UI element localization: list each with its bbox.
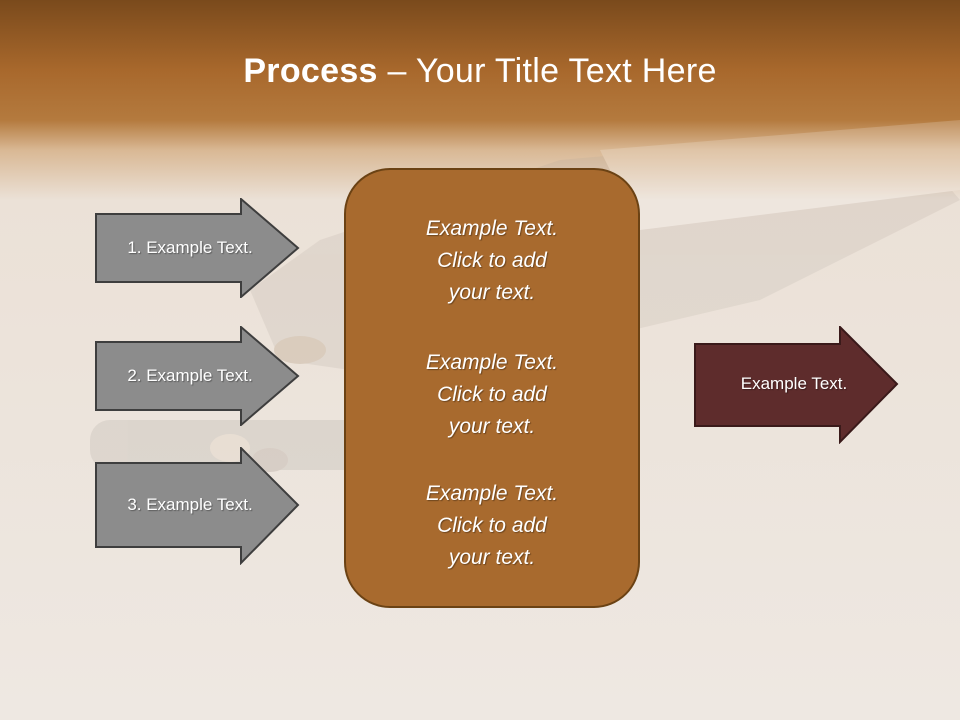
center-block-2-line1: Example Text. [425,351,559,374]
center-block-1-line2: Click to add [437,249,547,272]
arrow-shape-1 [95,198,300,298]
right-arrow[interactable]: Example Text. [694,326,900,444]
left-arrow-3-label: 3. Example Text. [127,495,253,514]
slide-title: Process – Your Title Text Here [0,52,960,91]
left-arrow-2[interactable]: 2. Example Text. [95,326,301,426]
left-arrow-1[interactable]: 1. Example Text. [95,198,301,298]
center-block-3: Example Text. Click to add your text. [344,478,640,574]
right-arrow-label: Example Text. [740,374,848,393]
left-arrow-3[interactable]: 3. Example Text. [95,447,301,565]
left-arrow-1-label: 1. Example Text. [127,238,253,257]
center-block-3-line2: Click to add [437,514,547,537]
title-dash: – [377,52,416,90]
arrow-shape-2 [95,326,300,426]
center-block-2-line3: your text. [448,415,536,438]
center-block-1-line1: Example Text. [425,217,559,240]
center-block-3-line3: your text. [448,546,536,569]
center-block-2: Example Text. Click to add your text. [344,347,640,443]
arrow-shape-3 [95,447,300,565]
title-bold: Process [243,52,378,90]
center-block-1-line3: your text. [448,281,536,304]
left-arrow-2-label: 2. Example Text. [127,366,253,385]
center-text-box[interactable] [344,168,640,608]
center-block-2-line2: Click to add [437,383,547,406]
right-arrow-shape [694,326,899,444]
title-rest: Your Title Text Here [415,52,717,90]
center-block-3-line1: Example Text. [425,482,559,505]
center-block-1: Example Text. Click to add your text. [344,213,640,309]
